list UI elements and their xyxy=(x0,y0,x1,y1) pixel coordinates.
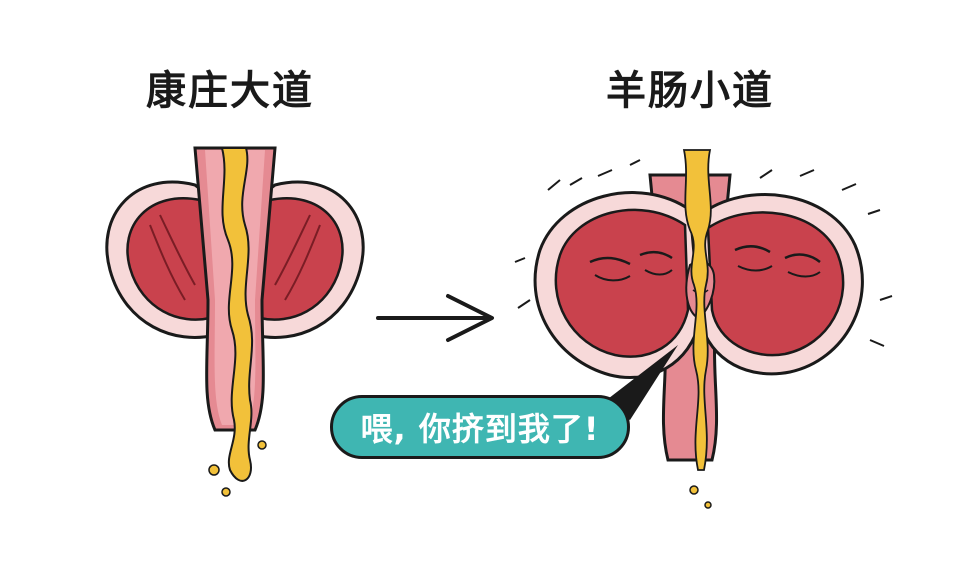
title-left: 康庄大道 xyxy=(146,68,314,114)
title-right: 羊肠小道 xyxy=(606,68,774,114)
left-diagram xyxy=(105,146,365,497)
right-diagram xyxy=(514,149,893,509)
right-lobe-outer xyxy=(253,180,365,339)
right-arrow-icon xyxy=(376,294,494,342)
left-lobe-outer xyxy=(105,180,217,339)
speech-pointer xyxy=(600,345,678,420)
right-flow xyxy=(682,149,712,471)
swollen-lobe-left xyxy=(533,191,702,380)
left-flow xyxy=(220,147,254,482)
speech-bubble: 喂, 你挤到我了! xyxy=(330,395,630,459)
swollen-lobe-right xyxy=(698,193,864,376)
